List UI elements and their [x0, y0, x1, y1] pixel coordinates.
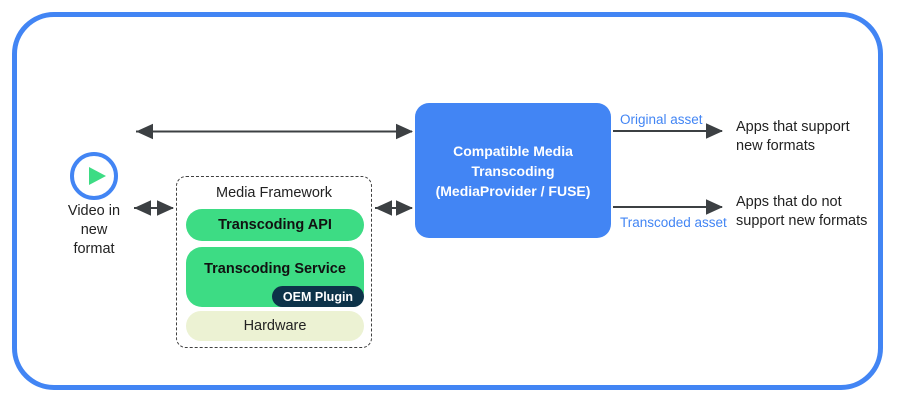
oem-plugin-badge: OEM Plugin [272, 286, 364, 307]
transcoding-api-box: Transcoding API [186, 209, 364, 241]
media-framework-title: Media Framework [215, 185, 333, 201]
apps-support-label: Apps that support new formats [736, 119, 850, 154]
transcoded-asset-label: Transcoded asset [620, 215, 727, 230]
hardware-box: Hardware [186, 311, 364, 341]
media-framework-group: Media Framework Transcoding API Transcod… [176, 176, 372, 348]
original-asset-label: Original asset [620, 112, 703, 127]
video-source-label: Video in new format [67, 203, 121, 257]
play-triangle-icon [89, 167, 106, 185]
play-circle-icon [70, 152, 118, 200]
compatible-media-transcoding-box: Compatible Media Transcoding (MediaProvi… [415, 103, 611, 238]
apps-no-support-label: Apps that do not support new formats [736, 194, 868, 229]
